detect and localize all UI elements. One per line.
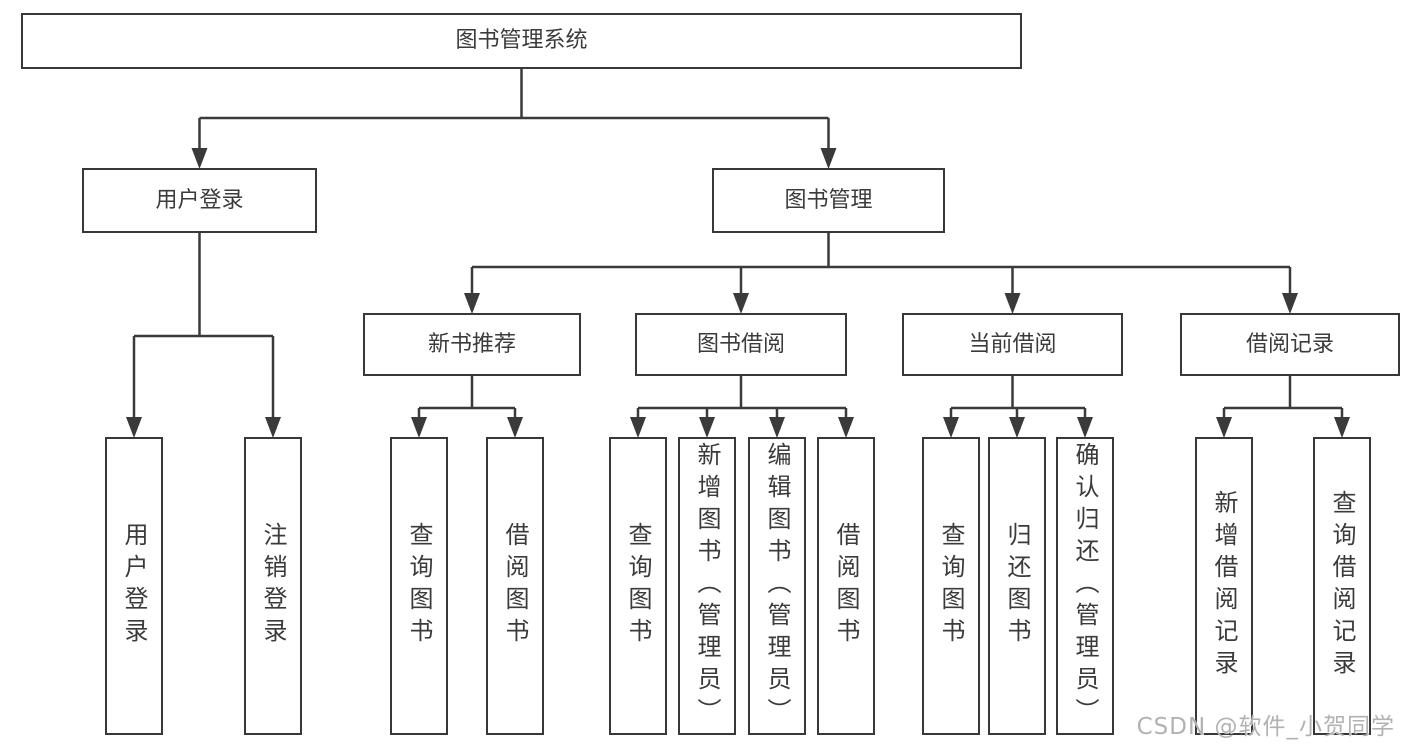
node-book-mgmt: 图书管理 bbox=[712, 168, 945, 233]
node-label-current-borrow: 当前借阅 bbox=[968, 331, 1057, 357]
arrowhead-icon bbox=[630, 417, 646, 438]
node-label-v-add-book: 新增图书（管理员） bbox=[693, 442, 721, 730]
watermark: CSDN @软件_小贺同学 bbox=[1136, 714, 1395, 740]
node-v-query-book-2: 查询图书 bbox=[609, 437, 667, 735]
arrowhead-icon bbox=[733, 293, 749, 314]
arrowhead-icon bbox=[464, 293, 480, 314]
arrowhead-icon bbox=[699, 417, 715, 438]
node-current-borrow: 当前借阅 bbox=[902, 313, 1123, 376]
node-borrow-records: 借阅记录 bbox=[1180, 313, 1400, 376]
node-label-v-query-book-2: 查询图书 bbox=[624, 522, 652, 650]
arrowhead-icon bbox=[1004, 293, 1021, 314]
node-v-edit-book: 编辑图书（管理员） bbox=[748, 437, 806, 735]
arrowhead-icon bbox=[1077, 417, 1093, 438]
arrowhead-icon bbox=[1334, 417, 1350, 438]
node-label-v-borrow-book-1: 借阅图书 bbox=[501, 522, 529, 650]
connector-from-root bbox=[198, 69, 830, 151]
arrowhead-icon bbox=[265, 417, 281, 438]
connector-from-user-login bbox=[132, 233, 275, 420]
node-label-user-login: 用户登录 bbox=[155, 187, 244, 213]
node-label-v-borrow-book-2: 借阅图书 bbox=[832, 522, 860, 650]
node-label-new-book-rec: 新书推荐 bbox=[427, 331, 516, 357]
node-label-v-query-record: 查询借阅记录 bbox=[1328, 490, 1356, 682]
arrowhead-icon bbox=[507, 417, 523, 438]
arrowhead-icon bbox=[191, 148, 208, 169]
node-label-borrow-records: 借阅记录 bbox=[1245, 331, 1334, 357]
node-label-v-query-book-1: 查询图书 bbox=[405, 522, 433, 650]
node-label-v-confirm-return: 确认归还（管理员） bbox=[1071, 442, 1099, 730]
node-user-login: 用户登录 bbox=[82, 168, 317, 233]
node-v-query-book-1: 查询图书 bbox=[390, 437, 448, 735]
connector-from-book-mgmt bbox=[470, 233, 1292, 296]
node-v-return-book: 归还图书 bbox=[988, 437, 1046, 735]
node-v-add-record: 新增借阅记录 bbox=[1195, 437, 1253, 735]
node-v-logout: 注销登录 bbox=[244, 437, 302, 735]
connector-from-new-book-rec bbox=[417, 376, 517, 420]
node-root: 图书管理系统 bbox=[21, 13, 1022, 69]
node-v-borrow-book-1: 借阅图书 bbox=[486, 437, 544, 735]
node-v-query-book-3: 查询图书 bbox=[922, 437, 980, 735]
arrowhead-icon bbox=[1282, 293, 1298, 314]
node-new-book-rec: 新书推荐 bbox=[363, 313, 581, 376]
arrowhead-icon bbox=[820, 148, 837, 169]
node-v-query-record: 查询借阅记录 bbox=[1313, 437, 1371, 735]
node-label-v-add-record: 新增借阅记录 bbox=[1210, 490, 1238, 682]
arrowhead-icon bbox=[411, 417, 427, 438]
arrowhead-icon bbox=[1216, 417, 1232, 438]
node-label-v-edit-book: 编辑图书（管理员） bbox=[763, 442, 791, 730]
node-label-v-user-login: 用户登录 bbox=[120, 522, 148, 650]
node-v-user-login: 用户登录 bbox=[105, 437, 163, 735]
node-label-v-return-book: 归还图书 bbox=[1003, 522, 1031, 650]
arrowhead-icon bbox=[838, 417, 854, 438]
node-v-add-book: 新增图书（管理员） bbox=[678, 437, 736, 735]
node-label-root: 图书管理系统 bbox=[455, 28, 588, 53]
arrowhead-icon bbox=[126, 417, 142, 438]
node-v-borrow-book-2: 借阅图书 bbox=[817, 437, 875, 735]
node-label-v-logout: 注销登录 bbox=[259, 522, 287, 650]
node-label-book-borrow: 图书借阅 bbox=[696, 331, 785, 357]
node-label-book-mgmt: 图书管理 bbox=[784, 187, 873, 213]
node-label-v-query-book-3: 查询图书 bbox=[937, 522, 965, 650]
connector-from-book-borrow bbox=[636, 376, 848, 420]
arrowhead-icon bbox=[769, 417, 785, 438]
node-book-borrow: 图书借阅 bbox=[635, 313, 847, 376]
connector-from-current-borrow bbox=[949, 376, 1087, 420]
arrowhead-icon bbox=[1009, 417, 1025, 438]
node-v-confirm-return: 确认归还（管理员） bbox=[1056, 437, 1114, 735]
connector-from-borrow-records bbox=[1222, 376, 1344, 420]
arrowhead-icon bbox=[943, 417, 959, 438]
